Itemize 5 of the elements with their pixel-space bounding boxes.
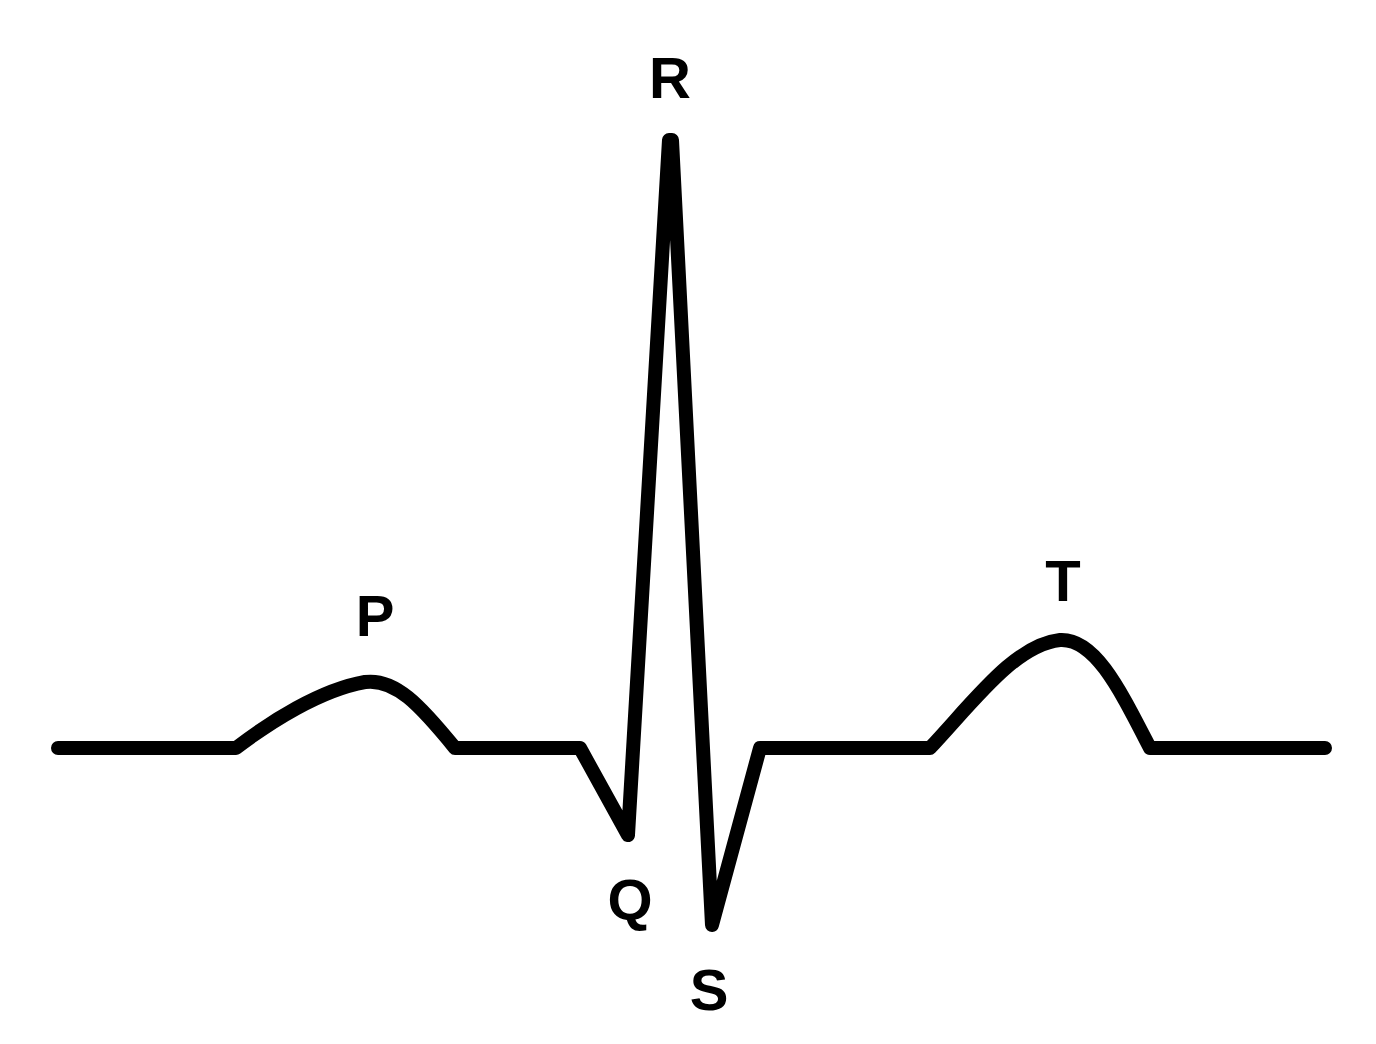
- wave-label: P: [355, 587, 395, 645]
- wave-label: R: [649, 49, 691, 107]
- wave-label: Q: [607, 871, 653, 929]
- wave-label: T: [1045, 552, 1081, 610]
- wave-label: S: [689, 961, 729, 1019]
